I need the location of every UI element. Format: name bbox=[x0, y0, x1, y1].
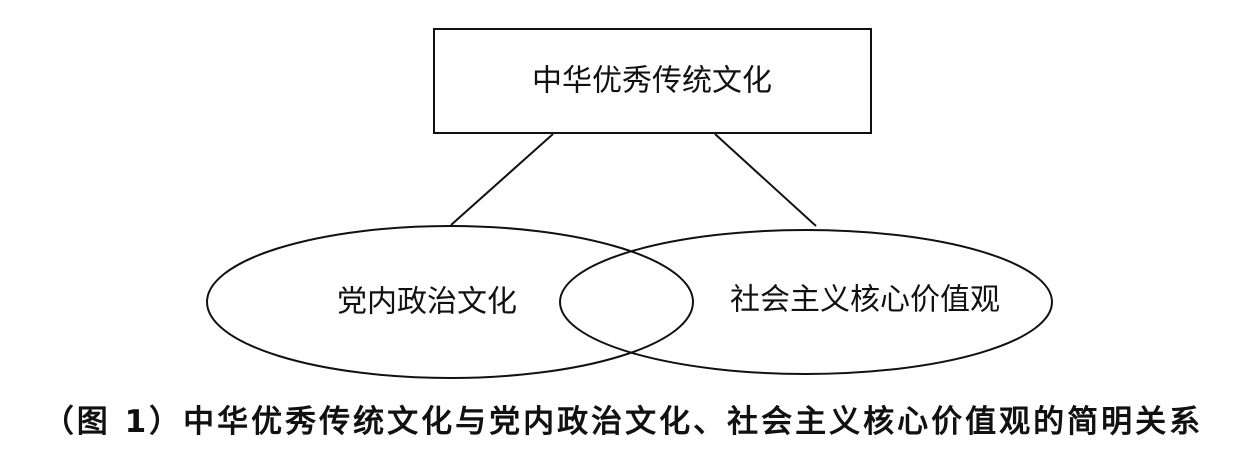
top-box bbox=[433, 28, 872, 134]
connector-left bbox=[450, 133, 554, 226]
figure-caption: （图 1）中华优秀传统文化与党内政治文化、社会主义核心价值观的简明关系 bbox=[42, 404, 1204, 440]
top-box-label: 中华优秀传统文化 bbox=[532, 64, 772, 99]
right-ellipse bbox=[559, 229, 1053, 375]
left-ellipse bbox=[206, 225, 694, 379]
left-ellipse-label: 党内政治文化 bbox=[337, 285, 517, 320]
right-ellipse-label: 社会主义核心价值观 bbox=[730, 283, 1000, 318]
connector-right bbox=[714, 133, 817, 227]
